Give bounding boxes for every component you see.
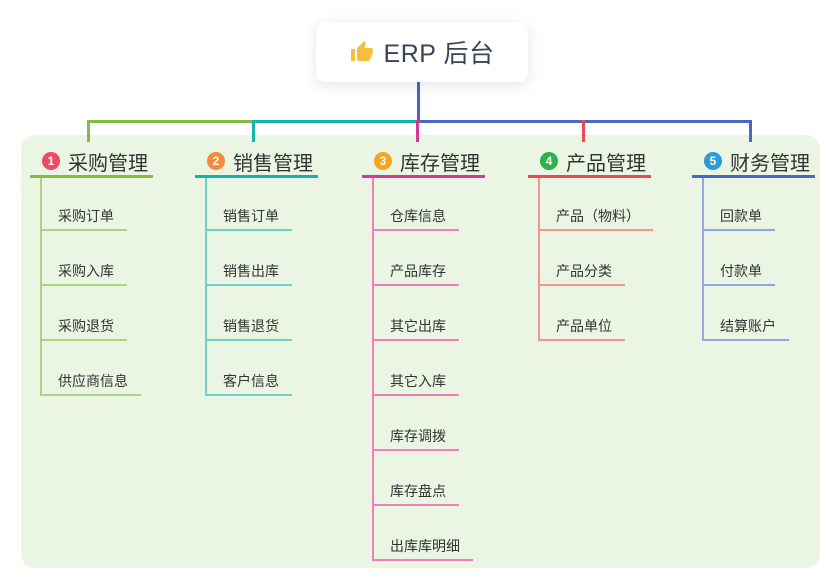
branch-title: 销售管理	[233, 152, 313, 175]
child-node[interactable]: 出库库明细	[372, 533, 473, 561]
branch-badge-icon: 3	[374, 152, 392, 170]
branch-drop-connector-5	[748, 120, 752, 142]
child-node[interactable]: 销售订单	[205, 203, 292, 231]
child-node-label: 销售出库	[223, 263, 279, 279]
branch-rail-connector	[205, 178, 207, 396]
branch-badge-icon: 2	[207, 152, 225, 170]
child-node[interactable]: 采购订单	[40, 203, 127, 231]
branch-title: 产品管理	[566, 152, 646, 175]
branch-rail-connector	[702, 178, 704, 341]
thumbs-up-icon	[350, 40, 374, 64]
child-node[interactable]: 销售出库	[205, 258, 292, 286]
branch-badge-icon: 4	[540, 152, 558, 170]
branch-title: 库存管理	[400, 152, 480, 175]
child-node-label: 产品分类	[556, 263, 612, 279]
child-node-label: 库存调拨	[390, 428, 446, 444]
branch-drop-connector-1	[86, 120, 90, 142]
child-node[interactable]: 供应商信息	[40, 368, 141, 396]
branch-node-1[interactable]: 1 采购管理	[30, 147, 153, 178]
branch-drop-connector-3	[415, 120, 419, 142]
child-node[interactable]: 付款单	[702, 258, 775, 286]
branch-drop-connector-2	[251, 120, 255, 142]
branch-badge-icon: 1	[42, 152, 60, 170]
child-node[interactable]: 产品单位	[538, 313, 625, 341]
branch-title: 财务管理	[730, 152, 810, 175]
child-node[interactable]: 产品（物料）	[538, 203, 653, 231]
child-node[interactable]: 回款单	[702, 203, 775, 231]
branch-node-2[interactable]: 2 销售管理	[195, 147, 318, 178]
child-node[interactable]: 客户信息	[205, 368, 292, 396]
child-node[interactable]: 采购入库	[40, 258, 127, 286]
root-stem-connector	[416, 82, 420, 123]
child-node-label: 采购订单	[58, 208, 114, 224]
child-node-label: 产品库存	[390, 263, 446, 279]
child-node-label: 其它入库	[390, 373, 446, 389]
branch-rail-connector	[538, 178, 540, 341]
trunk-segment-teal	[253, 120, 418, 123]
branch-drop-connector-4	[581, 120, 585, 142]
child-node-label: 其它出库	[390, 318, 446, 334]
branch-title: 采购管理	[68, 152, 148, 175]
root-node[interactable]: ERP 后台	[316, 22, 528, 82]
child-node[interactable]: 仓库信息	[372, 203, 459, 231]
branch-node-3[interactable]: 3 库存管理	[362, 147, 485, 178]
child-node-label: 产品（物料）	[556, 208, 640, 224]
child-node-label: 仓库信息	[390, 208, 446, 224]
child-node-label: 采购退货	[58, 318, 114, 334]
child-node[interactable]: 产品库存	[372, 258, 459, 286]
child-node-label: 采购入库	[58, 263, 114, 279]
child-node-label: 库存盘点	[390, 483, 446, 499]
child-node-label: 销售退货	[223, 318, 279, 334]
child-node[interactable]: 库存盘点	[372, 478, 459, 506]
mindmap-canvas	[21, 135, 820, 568]
trunk-segment-blue	[418, 120, 752, 123]
child-node[interactable]: 其它出库	[372, 313, 459, 341]
branch-rail-connector	[372, 178, 374, 561]
child-node-label: 供应商信息	[58, 373, 128, 389]
child-node[interactable]: 其它入库	[372, 368, 459, 396]
child-node[interactable]: 产品分类	[538, 258, 625, 286]
branch-node-4[interactable]: 4 产品管理	[528, 147, 651, 178]
child-node-label: 客户信息	[223, 373, 279, 389]
child-node-label: 销售订单	[223, 208, 279, 224]
child-node-label: 结算账户	[720, 318, 776, 334]
child-node-label: 产品单位	[556, 318, 612, 334]
child-node[interactable]: 销售退货	[205, 313, 292, 341]
branch-node-5[interactable]: 5 财务管理	[692, 147, 815, 178]
child-node-label: 回款单	[720, 208, 762, 224]
child-node[interactable]: 库存调拨	[372, 423, 459, 451]
child-node-label: 付款单	[720, 263, 762, 279]
child-node[interactable]: 采购退货	[40, 313, 127, 341]
branch-rail-connector	[40, 178, 42, 396]
root-title: ERP 后台	[383, 40, 495, 68]
branch-badge-icon: 5	[704, 152, 722, 170]
child-node-label: 出库库明细	[390, 538, 460, 554]
trunk-segment-green	[88, 120, 253, 123]
child-node[interactable]: 结算账户	[702, 313, 789, 341]
